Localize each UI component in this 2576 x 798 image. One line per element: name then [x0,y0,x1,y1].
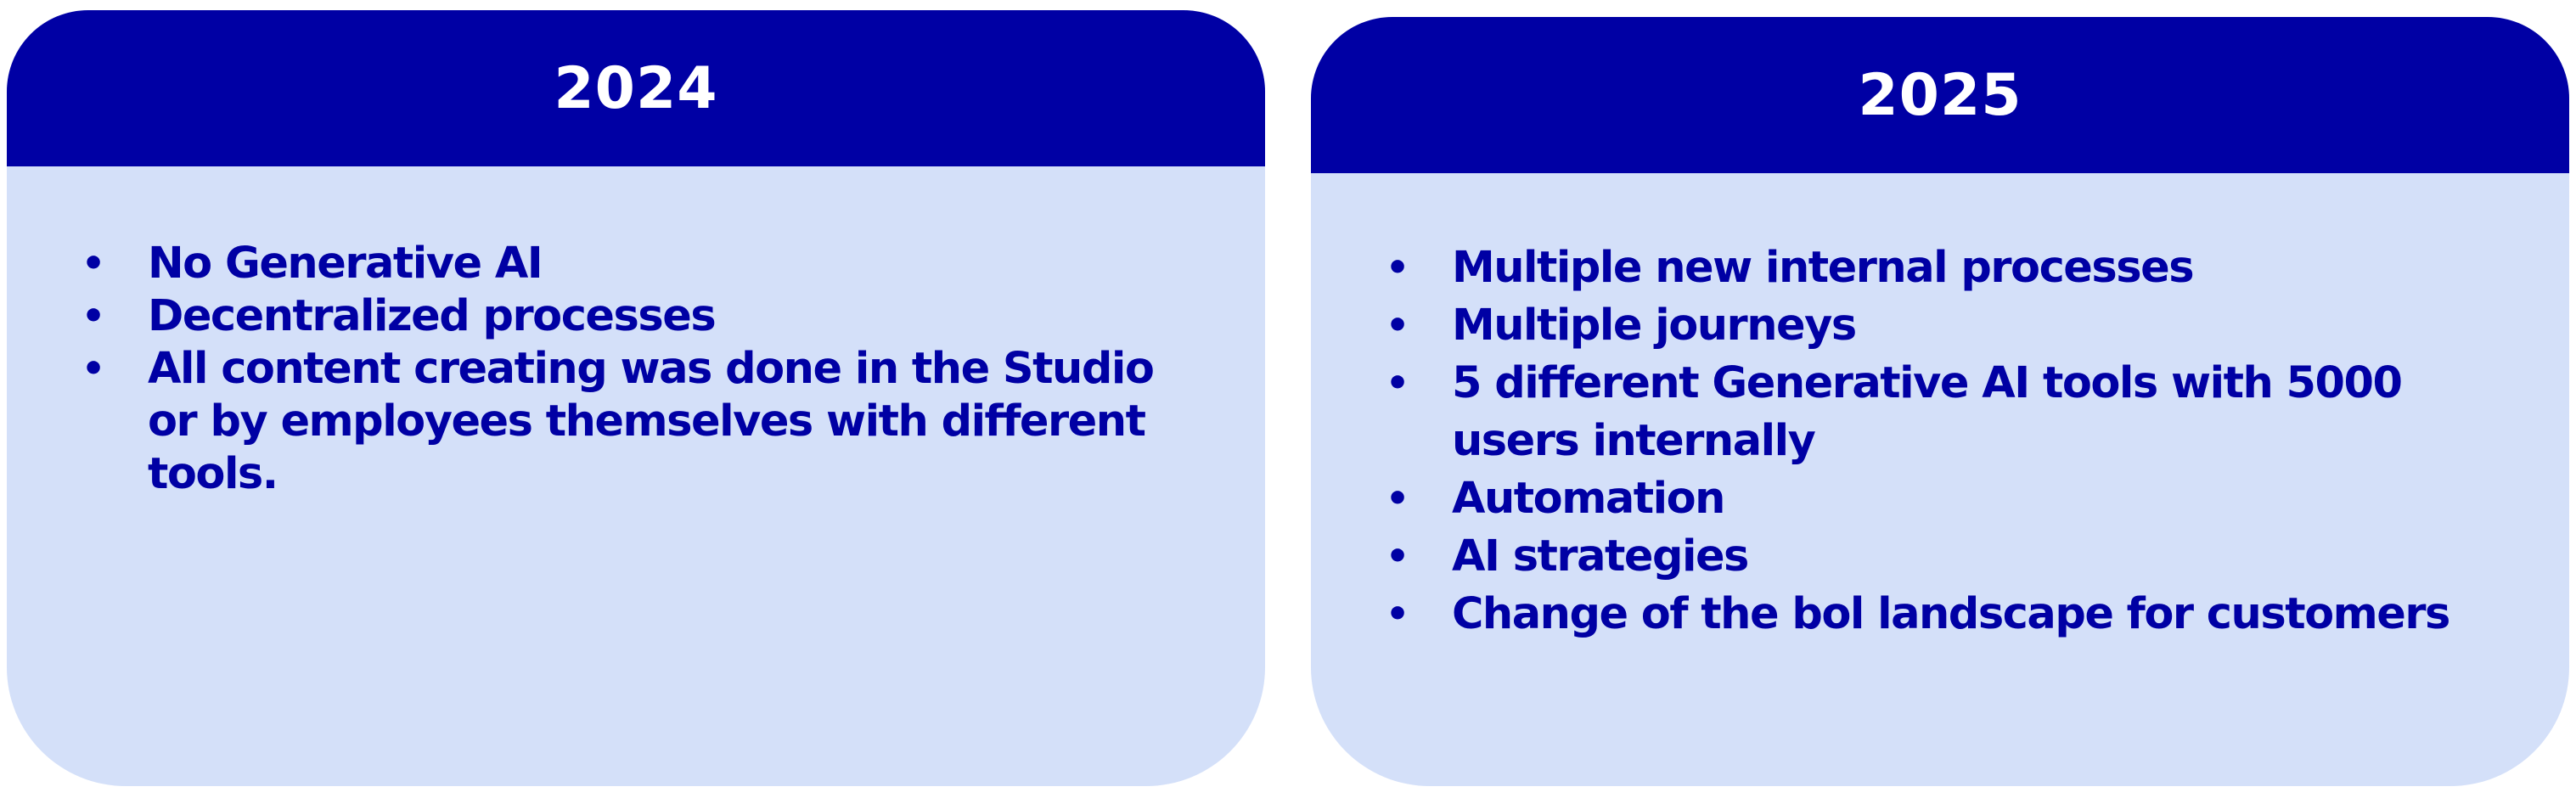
bullet-icon: • [82,295,105,338]
list-item: • 5 different Generative AI tools with 50… [1311,355,2534,470]
bullet-list: • No Generative AI • Decentralized process… [7,238,1195,501]
list-item-text: Automation [1452,474,1725,524]
list-item-text: No Generative AI [148,239,543,289]
bullet-icon: • [82,347,105,391]
bullet-icon: • [1386,477,1409,520]
list-item: • Decentralized processes [7,290,1195,343]
list-item-text: Change of the bol landscape for customer… [1452,589,2450,639]
list-item-text: Decentralized processes [148,291,717,341]
list-item: • All content creating was done in the St… [7,343,1195,501]
list-item: • AI strategies [1311,528,2534,586]
card-year-title: 2024 [554,54,718,122]
card-header: 2025 [1311,17,2569,173]
card-year-title: 2025 [1858,61,2022,129]
list-item: • Automation [1311,470,2534,528]
card-2025: 2025 • Multiple new internal processes • M… [1311,17,2569,786]
bullet-icon: • [1386,362,1409,405]
card-2024: 2024 • No Generative AI • Decentralized pr… [7,10,1265,786]
list-item-text: AI strategies [1452,531,1749,582]
bullet-icon: • [82,242,105,285]
bullet-icon: • [1386,246,1409,289]
list-item-text: 5 different Generative AI tools with 500… [1452,358,2403,466]
list-item: • Multiple new internal processes [1311,239,2534,297]
bullet-icon: • [1386,535,1409,578]
list-item-text: Multiple journeys [1452,301,1857,351]
bullet-list: • Multiple new internal processes • Multip… [1311,239,2534,643]
card-header: 2024 [7,10,1265,166]
list-item-text: Multiple new internal processes [1452,243,2195,293]
list-item: • No Generative AI [7,238,1195,290]
list-item: • Multiple journeys [1311,297,2534,355]
list-item-text: All content creating was done in the Stu… [148,344,1155,499]
bullet-icon: • [1386,593,1409,636]
list-item: • Change of the bol landscape for custome… [1311,586,2534,643]
bullet-icon: • [1386,304,1409,347]
